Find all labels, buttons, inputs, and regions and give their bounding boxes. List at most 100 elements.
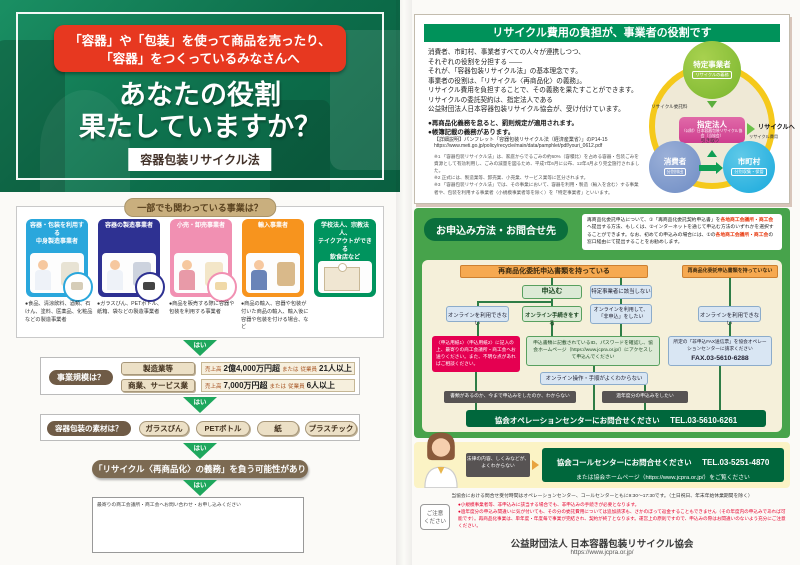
product-shape bbox=[143, 282, 155, 290]
business-section-title: 一部でも関わっている事業は？ bbox=[124, 198, 276, 217]
category-commerce: 商業、サービス業 bbox=[121, 379, 195, 392]
card-illustration bbox=[246, 253, 300, 293]
flow-connector bbox=[551, 322, 553, 336]
material-paper: 紙 bbox=[257, 421, 299, 436]
online-confused-box: オンライン操作・手順がよくわからない bbox=[540, 372, 648, 385]
flow-connector bbox=[620, 299, 622, 304]
products-badge bbox=[135, 272, 165, 302]
flow-connector bbox=[729, 322, 731, 336]
specified-business-label: 特定事業者 bbox=[693, 59, 731, 69]
municipality-label: 市町村 bbox=[737, 156, 761, 166]
bottle-silhouette bbox=[40, 90, 130, 192]
intro-text: へ提出する方法、もしくは、②インターネットを通じて申込む方法のいずれかを選択する… bbox=[587, 225, 774, 238]
page-fold bbox=[396, 0, 412, 565]
bottle-silhouette bbox=[270, 100, 330, 192]
scale-threshold-row: 売上高 2億4,000万円超 または 従業員 21人以上 bbox=[201, 362, 355, 375]
call-center-text: 協会コールセンターにお問合せください bbox=[556, 458, 692, 467]
organization-name: 公益財団法人 日本容器包装リサイクル協会 bbox=[510, 539, 694, 550]
product-shape bbox=[71, 282, 83, 290]
person-figure bbox=[35, 270, 51, 290]
no-documents-header: 再商品化委託申込書類を持っていない bbox=[682, 265, 778, 278]
intro-highlight: 各地商工会議所・商工会 bbox=[720, 218, 774, 223]
obligation-banner: 「リサイクル〈再商品化〉の義務」を負う可能性があります bbox=[92, 460, 308, 492]
designated-organization-subtext: （公財）日本容器包装リサイクル協会（当協会） bbox=[681, 129, 743, 139]
call-center-homepage: または協会ホームページ（https://www.jcpra.or.jp/）をご覧… bbox=[576, 475, 750, 481]
material-plastic: プラスチック bbox=[305, 421, 357, 436]
flow-connector bbox=[477, 322, 479, 336]
recycling-role-card: リサイクル費用の負担が、事業者の役割です 消費者、市町村、事業者すべての人々が連… bbox=[414, 14, 795, 204]
role-section-header: リサイクル費用の負担が、事業者の役割です bbox=[424, 24, 780, 42]
sales-value: 7,000万円超 bbox=[223, 381, 268, 390]
penalty-bullet: ●再商品化義務を怠ると、罰則規定が適用されます。 bbox=[428, 120, 578, 127]
do-online-box: オンライン手続きをする bbox=[522, 306, 582, 327]
yes-arrow: はい bbox=[183, 340, 217, 356]
card-title: 容器・包装を利用する 中身製造事業者 bbox=[29, 223, 84, 246]
card-title: 輸入事業者 bbox=[257, 223, 288, 229]
intro-highlight: 各地商工会議所・商工会 bbox=[715, 232, 769, 238]
application-intro-box: 再商品化委託申込について、①「再商品化委託契約申込書」を各地商工会議所・商工会へ… bbox=[582, 214, 782, 250]
consumer-label: 消費者 bbox=[663, 156, 687, 166]
hero-banner: 「容器」や「包装」を使って商品を売ったり、 「容器」をつくっているみなさんへ あ… bbox=[0, 0, 400, 192]
business-card-container-maker: 容器の製造事業者 bbox=[98, 219, 165, 302]
intro-text: の窓口経由にて提出することをお勧めします。 bbox=[587, 232, 774, 246]
material-pet: PETボトル bbox=[196, 421, 250, 436]
material-label: 容器包装の素材は？ bbox=[47, 421, 131, 436]
material-section: 容器包装の素材は？ ガラスびん PETボトル 紙 プラスチック bbox=[40, 414, 360, 441]
unsure-box: 書類があるのか、今まで申込みをしたのか、わからない bbox=[444, 391, 576, 403]
operation-center-bar: 協会オペレーションセンターにお問合せください TEL.03-5610-6261 bbox=[466, 410, 766, 427]
person-figure bbox=[251, 270, 267, 290]
hero-badge-line1: 「容器」や「包装」を使って商品を売ったり、 bbox=[69, 34, 331, 48]
caution-item: ●小規模事業者等、非申込みに該当する場合でも、非申込みの手続きが必要となります。 bbox=[458, 502, 640, 507]
contact-note: 最寄りの商工会議所・商工会へお問い合わせ・お申し込みください bbox=[97, 503, 241, 508]
down-arrow-icon bbox=[707, 101, 717, 113]
reception-hours: 当協会における問合せ受付時間はオペレーションセンター、コールセンターともに9:3… bbox=[451, 494, 753, 499]
cargo-box-shape bbox=[277, 262, 295, 286]
recycle-cost-label: リサイクル費用 bbox=[749, 134, 779, 139]
municipality-circle: 市町村 分別収集・保管 bbox=[723, 141, 775, 193]
right-arrow-icon bbox=[532, 460, 544, 470]
reference-text: 【詳細説明】パンフレット「容器包装リサイクル法（経済産業省）」のP14-15 bbox=[434, 137, 608, 143]
no-online-right-box: オンラインを利用できない bbox=[698, 306, 761, 327]
person-figure bbox=[110, 260, 120, 270]
flow-connector bbox=[593, 385, 595, 412]
caution-items: ●小規模事業者等、非申込みに該当する場合でも、非申込みの手続きが必要となります。… bbox=[458, 502, 790, 530]
business-card-importer: 輸入事業者 bbox=[242, 219, 304, 297]
up-arrow-icon bbox=[707, 145, 717, 157]
flow-connector bbox=[620, 278, 622, 285]
horizontal-arrow bbox=[699, 165, 717, 171]
scale-threshold-row: 売上高 7,000万円超 または 従業員 6人以上 bbox=[201, 379, 355, 392]
not-applicable-box: 特定事業者に該当しない bbox=[590, 285, 652, 299]
flow-connector bbox=[551, 278, 553, 285]
intro-text: 再商品化委託申込について、①「再商品化委託契約申込書」を bbox=[587, 218, 721, 223]
material-glass: ガラスびん bbox=[139, 421, 189, 436]
products-badge bbox=[63, 272, 93, 302]
specified-business-circle: 特定事業者 リサイクルの義務 bbox=[683, 41, 741, 99]
receptionist-illustration bbox=[424, 432, 458, 488]
sales-label: 売上高 bbox=[205, 383, 222, 390]
apply-box: 申込む bbox=[522, 285, 582, 299]
no-online-left-box: オンラインを利用できない bbox=[446, 306, 509, 327]
right-arrow-icon bbox=[747, 123, 761, 135]
yes-arrow: はい bbox=[183, 480, 217, 496]
card-description: ●商品の輸入、容器や包装が付いた商品の輸入、輸入後に容器や包装を付ける場合、など bbox=[241, 301, 309, 331]
fax-number: FAX.03-5610-6288 bbox=[691, 354, 749, 362]
designated-organization-box: 指定法人 （公財）日本容器包装リサイクル協会（当協会） bbox=[679, 117, 745, 143]
card-title: 学校法人、宗教法人、 テイクアウトができる 飲食店など bbox=[318, 223, 372, 262]
business-card-content-maker: 容器・包装を利用する 中身製造事業者 bbox=[26, 219, 93, 302]
employees-value: 6人以上 bbox=[306, 381, 336, 390]
recycle-obligation-chip: リサイクルの義務 bbox=[692, 71, 732, 80]
have-documents-header: 再商品化委託申込書類を持っている bbox=[460, 265, 648, 278]
law-name-label: 容器包装リサイクル法 bbox=[128, 148, 272, 171]
application-header: お申込み方法・お問合せ先 bbox=[424, 218, 568, 241]
consumer-circle: 消費者 分別排出 bbox=[649, 141, 701, 193]
footnotes: ※1 「容器包装リサイクル法」は、家庭からでるごみの約60%（容積比）を占める容… bbox=[434, 154, 640, 195]
application-flowchart: 再商品化委託申込書類を持っている 再商品化委託申込書類を持っていない 申込む 特… bbox=[422, 260, 782, 432]
or-label: または bbox=[269, 383, 287, 390]
caution-item: ●過年度分の申込み間違いに気が付いても、その分の委託費用については追加請求も、さ… bbox=[458, 508, 786, 528]
person-figure bbox=[107, 270, 123, 290]
fax-request-text: 所定の「非申込FAX送信票」を協会オペレーションセンターに請求ください bbox=[673, 339, 767, 351]
operation-center-text: 協会オペレーションセンターにお問合せください bbox=[494, 416, 660, 425]
yes-arrow: はい bbox=[183, 443, 217, 459]
sales-value: 2億4,000万円超 bbox=[223, 364, 280, 373]
flow-connector bbox=[477, 301, 479, 306]
